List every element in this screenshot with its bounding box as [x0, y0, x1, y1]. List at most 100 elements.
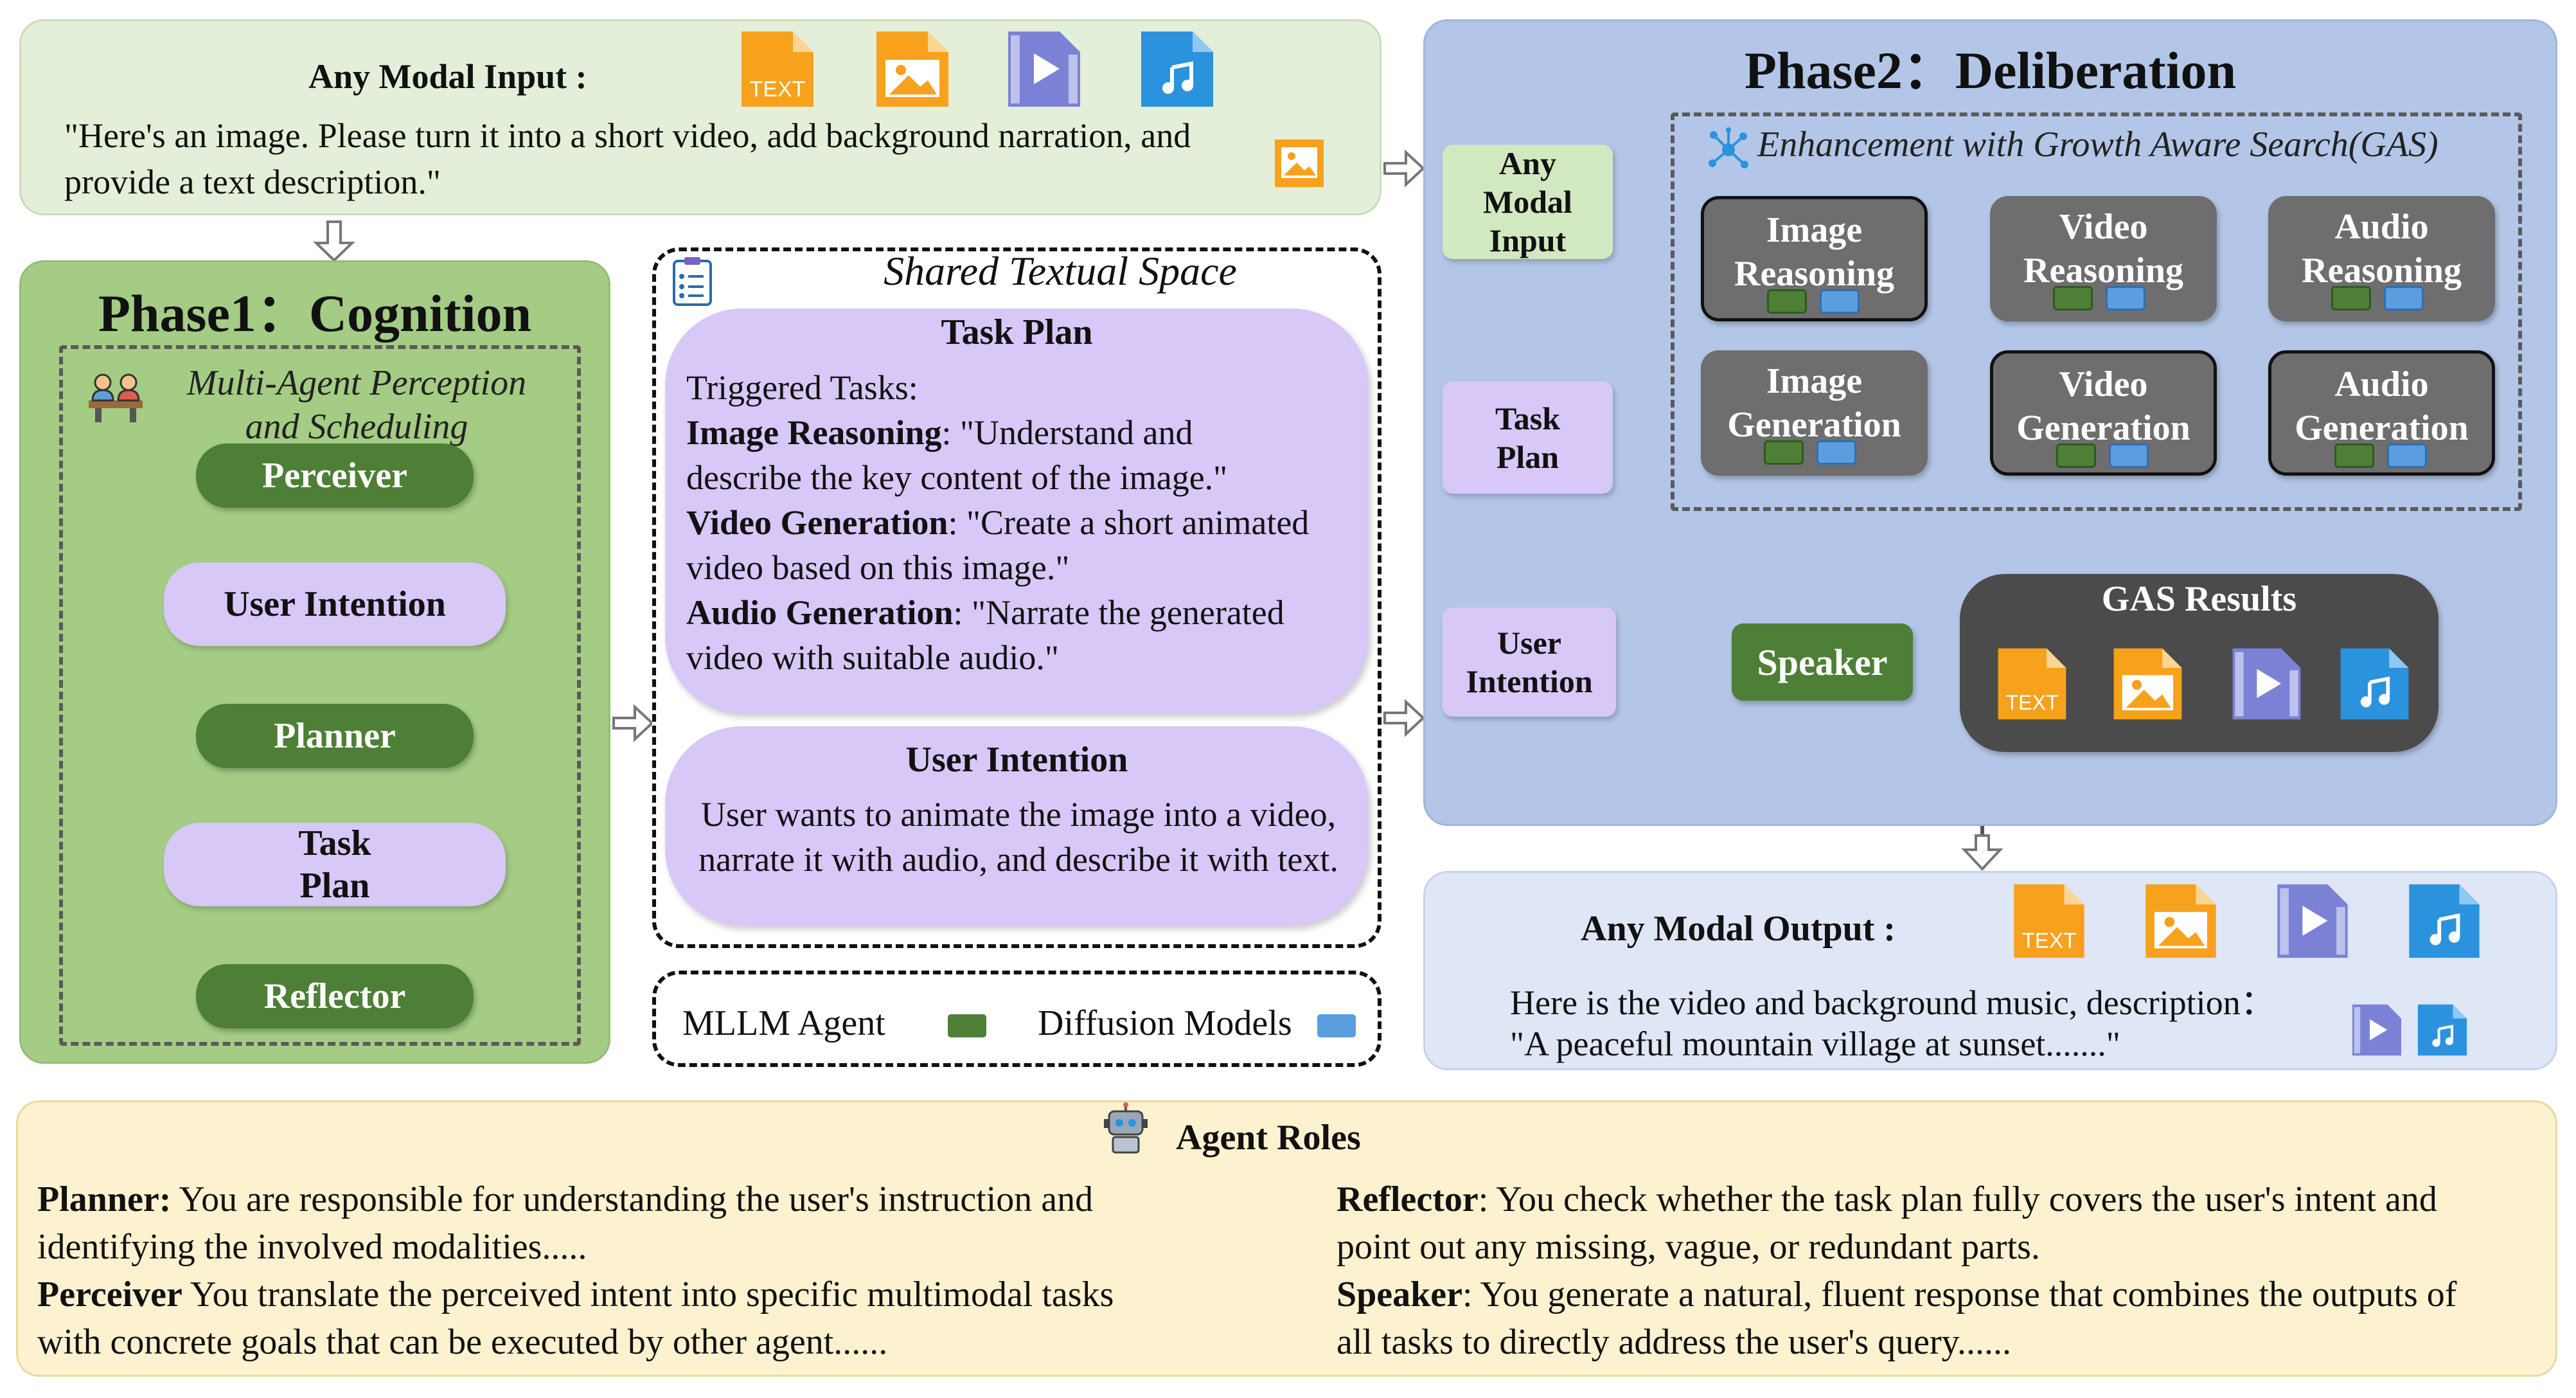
phase2-task-plan: Task Plan	[1443, 381, 1613, 494]
output-audio-icon	[2409, 884, 2480, 958]
planner-role-name: Planner:	[37, 1179, 172, 1219]
reflector-role-line2: point out any missing, vague, or redunda…	[1337, 1227, 2040, 1267]
user-intention-card	[665, 726, 1369, 926]
planner-node: Planner	[196, 704, 474, 768]
multi-agent-frame	[59, 345, 581, 1046]
shared-space-title: Shared Textual Space	[884, 248, 1237, 294]
hollow-arrow-input-down	[313, 220, 355, 262]
planner-role-text1: You are responsible for understanding th…	[171, 1179, 1094, 1219]
hollow-arrow-input-to-phase2	[1383, 149, 1425, 188]
video-reasoning-line1: Video	[2059, 207, 2148, 247]
task-plan-node: Task Plan	[164, 823, 506, 906]
image-file-icon	[876, 31, 948, 107]
task-item-1-line2: describe the key content of the image."	[686, 458, 1228, 497]
audio-generation-line2: Generation	[2295, 408, 2469, 448]
audio-reasoning-line2: Reasoning	[2302, 251, 2462, 291]
output-text-icon: TEXT	[2014, 884, 2084, 958]
p2-input-line3: Input	[1489, 222, 1567, 258]
user-intention-card-text: User wants to animate the image into a v…	[698, 795, 1338, 879]
gas-enhancement-frame	[1671, 112, 2522, 511]
task-item-2-name: Video Generation	[686, 503, 948, 542]
diffusion-chip	[2387, 444, 2427, 468]
input-text: "Here's an image. Please turn it into a …	[64, 116, 1191, 201]
perceiver-role-line2: with concrete goals that can be executed…	[37, 1322, 888, 1362]
mllm-chip	[2053, 286, 2093, 310]
image-reasoning-line1: Image	[1766, 210, 1863, 250]
diffusion-chip	[2109, 444, 2149, 468]
task-item-2-line2: video based on this image."	[686, 548, 1070, 587]
p2-taskplan-line1: Task	[1495, 400, 1561, 436]
image-generation-line1: Image	[1766, 361, 1863, 401]
p2-input-line1: Any	[1499, 145, 1556, 181]
diffusion-chip	[1817, 440, 1856, 465]
mllm-chip	[2334, 444, 2374, 468]
mllm-chip	[2331, 286, 2371, 310]
audio-generation-line1: Audio	[2334, 364, 2429, 404]
speaker-role-line1: Speaker: You generate a natural, fluent …	[1337, 1271, 2456, 1318]
output-text-line2: "A peaceful mountain village at sunset..…	[1510, 1025, 2120, 1063]
p2-input-line2: Modal	[1483, 184, 1572, 220]
task-item-1-line1: Image Reasoning: "Understand and	[686, 410, 1367, 455]
task-item-2-line1: Video Generation: "Create a short animat…	[686, 500, 1367, 545]
phase2-title: Phase2：Deliberation	[1744, 41, 2237, 100]
reflector-node: Reflector	[196, 964, 474, 1028]
task-plan-card-title: Task Plan	[941, 312, 1093, 352]
task-item-3-name: Audio Generation	[686, 593, 954, 632]
attached-image-icon	[1275, 139, 1324, 187]
perceiver-role-name: Perceiver	[37, 1275, 182, 1314]
video-reasoning-line2: Reasoning	[2023, 251, 2183, 291]
result-text-icon-label: TEXT	[2006, 691, 2059, 714]
input-title: Any Modal Input :	[308, 57, 587, 96]
text-icon-label: TEXT	[750, 77, 806, 102]
reflector-role-text1: : You check whether the task plan fully …	[1478, 1179, 2437, 1219]
agent-roles-title: Agent Roles	[1176, 1118, 1361, 1158]
phase1-panel	[19, 260, 610, 1064]
output-text-icon-label: TEXT	[2022, 929, 2077, 953]
phase1-subtitle: Multi-Agent Perception and Scheduling	[186, 363, 527, 447]
result-audio-icon	[2340, 648, 2409, 720]
video-generation-line1: Video	[2059, 364, 2148, 404]
legend-diffusion-label: Diffusion Models	[1038, 1003, 1292, 1043]
task-item-1-name: Image Reasoning	[686, 413, 942, 452]
task-plan-card	[665, 309, 1369, 713]
output-image-icon	[2145, 884, 2216, 958]
text-file-icon: TEXT	[742, 31, 813, 107]
speaker-role-text1: : You generate a natural, fluent respons…	[1462, 1275, 2457, 1314]
hollow-arrow-phase1-to-shared	[612, 704, 654, 742]
mllm-chip	[1767, 289, 1807, 314]
task-plan-node-line2: Plan	[299, 866, 370, 906]
speaker-role-name: Speaker	[1337, 1275, 1462, 1314]
output-small-video-icon	[2352, 1004, 2402, 1056]
diffusion-chip	[2384, 286, 2424, 310]
task-item-3-line1: Audio Generation: "Narrate the generated	[686, 590, 1367, 635]
user-intention-card-title: User Intention	[905, 740, 1128, 780]
agent-roles-panel	[16, 1100, 2557, 1377]
planner-role-line2: identifying the involved modalities.....	[37, 1227, 587, 1267]
reflector-role-name: Reflector	[1337, 1179, 1479, 1219]
mllm-chip	[2056, 444, 2096, 468]
result-video-icon	[2232, 648, 2301, 720]
output-title: Any Modal Output :	[1581, 909, 1896, 949]
image-generation-line2: Generation	[1727, 405, 1901, 445]
phase1-title: Phase1：Cognition	[98, 284, 532, 343]
diffusion-chip	[1820, 289, 1860, 314]
task-item-1-desc: : "Understand and	[941, 413, 1193, 452]
mllm-chip	[1764, 440, 1804, 465]
task-item-2-desc: : "Create a short animated	[948, 503, 1310, 542]
user-intention-node: User Intention	[164, 562, 506, 646]
result-image-icon	[2113, 648, 2182, 720]
perceiver-node: Perceiver	[196, 444, 474, 508]
p2-userint-line2: Intention	[1466, 663, 1593, 699]
clipboard-icon	[673, 257, 712, 306]
